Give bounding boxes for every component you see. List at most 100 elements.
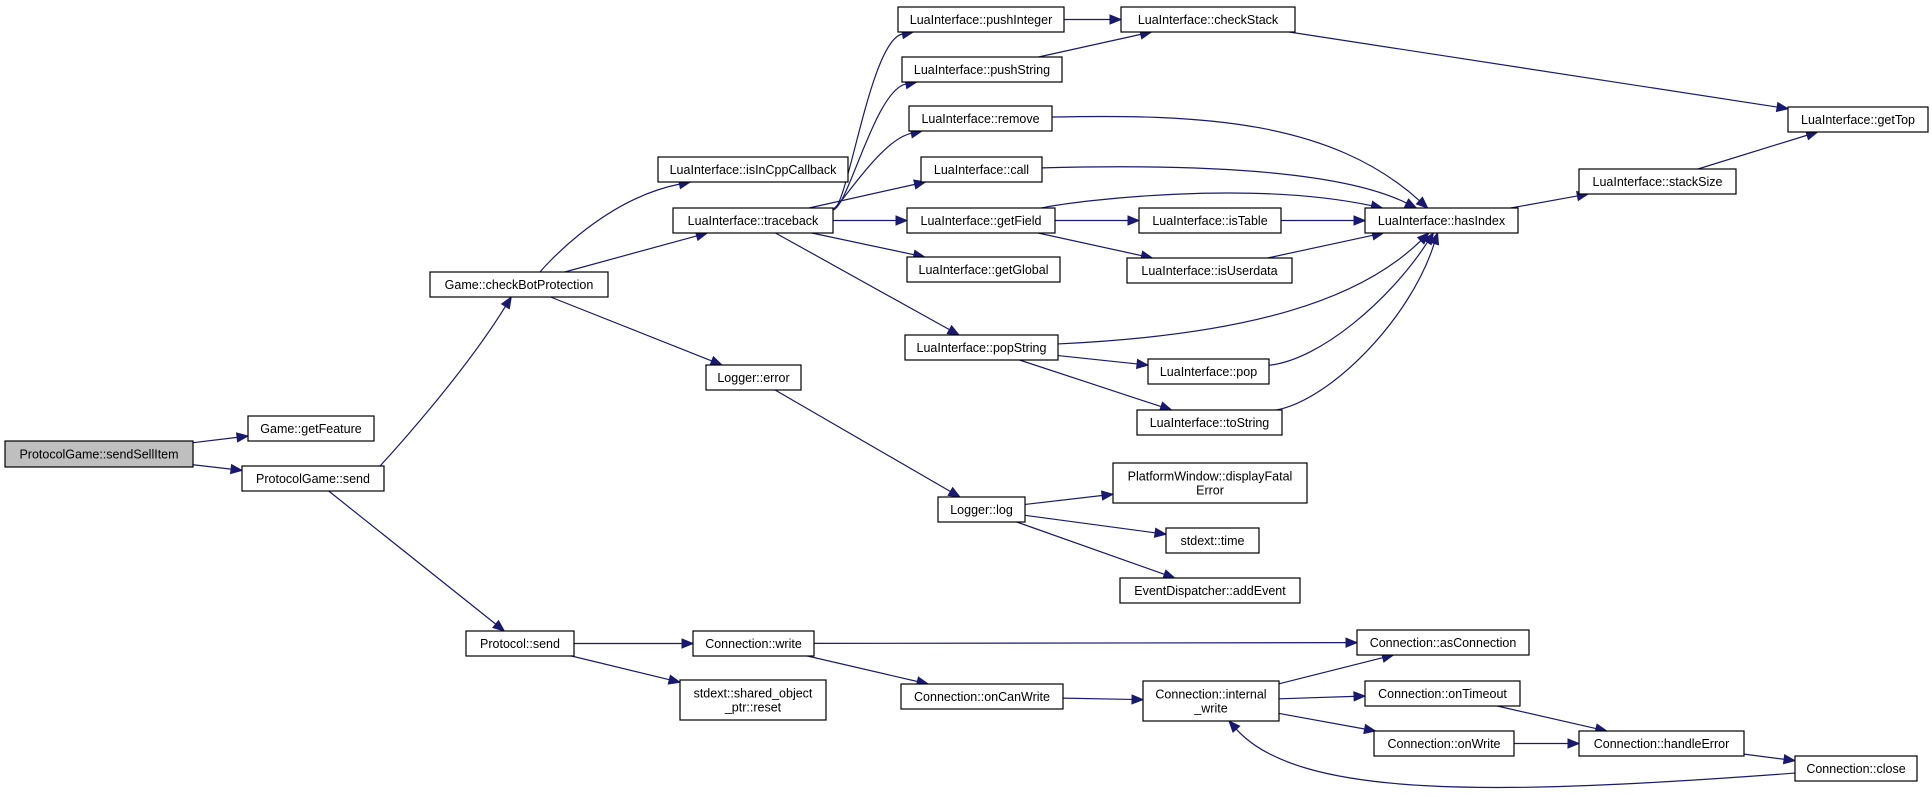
node-loggerLog[interactable]: Logger::log (937, 496, 1026, 523)
edge-arrowhead (1403, 198, 1418, 209)
node-isInCpp[interactable]: LuaInterface::isInCppCallback (657, 156, 849, 183)
edge-line (564, 235, 697, 273)
edge-line (775, 232, 950, 331)
edge-line (539, 183, 680, 273)
edge-line (379, 306, 507, 467)
node-internalWrite[interactable]: Connection::internal_write (1142, 680, 1280, 722)
node-box (906, 256, 1061, 283)
edge-arrowhead (947, 486, 962, 498)
node-label: stdext::shared_object (694, 687, 813, 701)
edge-arrowhead (1353, 691, 1367, 702)
node-pushInteger[interactable]: LuaInterface::pushInteger (897, 6, 1065, 33)
edge-line (1289, 31, 1778, 108)
edge-traceback-to-pushString (832, 79, 919, 211)
node-label: Connection::write (705, 637, 802, 651)
edge-loggerLog-to-displayFatal (1024, 490, 1115, 506)
nodes-layer: ProtocolGame::sendSellItem Game::getFeatu… (4, 6, 1929, 782)
node-remove[interactable]: LuaInterface::remove (908, 105, 1053, 132)
node-label: LuaInterface::getField (921, 214, 1042, 228)
node-getTop[interactable]: LuaInterface::getTop (1787, 106, 1929, 133)
edge-popString-to-pop (1057, 354, 1150, 370)
edge-line (550, 296, 712, 362)
node-stackSize[interactable]: LuaInterface::stackSize (1578, 168, 1737, 195)
node-label: LuaInterface::checkStack (1138, 13, 1279, 27)
node-traceback[interactable]: LuaInterface::traceback (672, 207, 834, 234)
node-connClose[interactable]: Connection::close (1794, 755, 1918, 782)
node-sharedReset[interactable]: stdext::shared_object_ptr::reset (679, 679, 827, 721)
edge-onWrite-to-handleError (1514, 738, 1581, 749)
edge-line (1057, 354, 1138, 365)
edge-line (1057, 240, 1422, 345)
node-toString[interactable]: LuaInterface::toString (1136, 409, 1283, 436)
node-box (1578, 168, 1737, 195)
node-checkBot[interactable]: Game::checkBotProtection (429, 271, 609, 298)
edge-pushInteger-to-checkStack (1064, 14, 1123, 25)
node-stdextTime[interactable]: stdext::time (1165, 527, 1260, 554)
node-pop[interactable]: LuaInterface::pop (1147, 358, 1270, 385)
node-sendSellItem[interactable]: ProtocolGame::sendSellItem (4, 440, 194, 468)
edge-line (1743, 753, 1785, 760)
node-asConnection[interactable]: Connection::asConnection (1356, 629, 1530, 656)
edge-arrowhead (1415, 196, 1429, 209)
edge-arrowhead (1131, 694, 1145, 705)
node-onCanWrite[interactable]: Connection::onCanWrite (900, 683, 1064, 710)
node-isUserdata[interactable]: LuaInterface::isUserdata (1126, 257, 1293, 284)
node-loggerError[interactable]: Logger::error (705, 364, 802, 391)
node-box (657, 156, 849, 183)
node-protoSend[interactable]: Protocol::send (465, 630, 575, 657)
node-addEvent[interactable]: EventDispatcher::addEvent (1119, 577, 1301, 604)
node-label: LuaInterface::isUserdata (1141, 264, 1277, 278)
edge-arrowhead (1429, 231, 1440, 246)
edge-onCanWrite-to-internalWrite (1062, 694, 1145, 705)
edge-line (832, 132, 912, 210)
node-pushString[interactable]: LuaInterface::pushString (901, 56, 1063, 83)
edge-traceback-to-pushInteger (832, 28, 915, 211)
node-hasIndex[interactable]: LuaInterface::hasIndex (1364, 207, 1519, 234)
node-connWrite[interactable]: Connection::write (692, 630, 815, 657)
node-box (1120, 6, 1296, 33)
edge-line (1510, 195, 1578, 209)
node-label: LuaInterface::getTop (1801, 113, 1915, 127)
node-pgSend[interactable]: ProtocolGame::send (241, 465, 385, 492)
node-call[interactable]: LuaInterface::call (920, 156, 1043, 183)
node-onTimeout[interactable]: Connection::onTimeout (1364, 680, 1521, 707)
node-label: LuaInterface::traceback (688, 214, 819, 228)
node-isTable[interactable]: LuaInterface::isTable (1138, 207, 1282, 234)
edge-line (1062, 697, 1133, 701)
node-label: EventDispatcher::addEvent (1134, 584, 1286, 598)
edge-line (774, 389, 951, 493)
node-box (1119, 577, 1301, 604)
node-label: Connection::onTimeout (1378, 687, 1507, 701)
edge-checkBot-to-loggerError (550, 296, 724, 366)
node-label: Connection::internal (1155, 688, 1266, 702)
node-label: LuaInterface::isInCppCallback (670, 163, 838, 177)
edge-onTimeout-to-handleError (1497, 705, 1609, 734)
node-checkStack[interactable]: LuaInterface::checkStack (1120, 6, 1296, 33)
node-getGlobal[interactable]: LuaInterface::getGlobal (906, 256, 1061, 283)
node-box (920, 156, 1043, 183)
edge-line (1497, 705, 1597, 730)
edge-arrowhead (500, 295, 512, 310)
node-box (429, 271, 609, 298)
node-popString[interactable]: LuaInterface::popString (904, 334, 1059, 361)
node-box (1794, 755, 1918, 782)
edge-line (832, 33, 903, 211)
edge-arrowhead (1127, 215, 1141, 226)
edge-line (1235, 728, 1796, 789)
edge-getField-to-isUserdata (1038, 232, 1154, 261)
edge-hasIndex-to-stackSize (1510, 190, 1590, 209)
edge-line (811, 232, 915, 256)
node-getFeature[interactable]: Game::getFeature (247, 415, 375, 442)
edge-arrowhead (1228, 720, 1241, 734)
node-label: stdext::time (1181, 534, 1245, 548)
edge-line (1276, 243, 1435, 411)
edge-traceback-to-getField (833, 215, 909, 226)
node-handleError[interactable]: Connection::handleError (1578, 730, 1745, 757)
edge-line (1016, 521, 1165, 575)
node-onWrite[interactable]: Connection::onWrite (1373, 730, 1515, 757)
node-getField[interactable]: LuaInterface::getField (906, 207, 1056, 234)
edge-sendSellItem-to-pgSend (192, 463, 244, 475)
edge-internalWrite-to-asConnection (1278, 652, 1395, 685)
edge-arrowhead (1782, 753, 1797, 765)
